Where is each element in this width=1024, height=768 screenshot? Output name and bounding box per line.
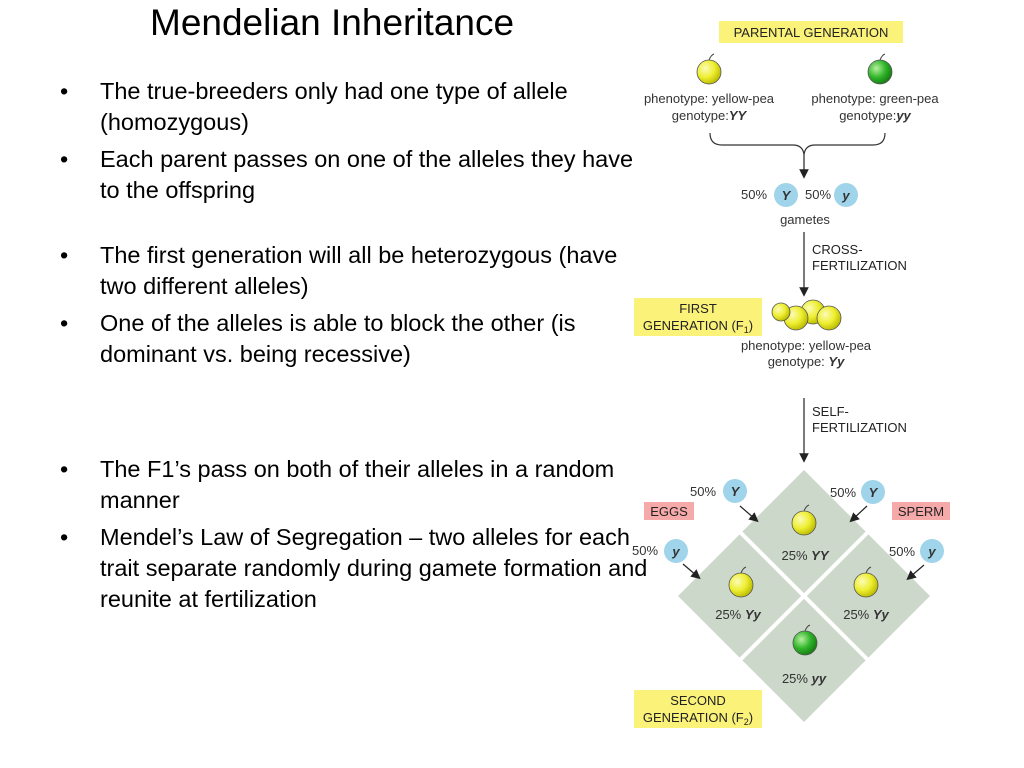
allele-circle-y: y <box>920 539 944 563</box>
gametes-label: gametes <box>780 212 830 227</box>
gamete1-percent: 50% <box>741 187 767 202</box>
bullet-item: The first generation will all be heteroz… <box>52 240 652 302</box>
yellow-pea-icon <box>728 566 754 598</box>
gamete2-percent: 50% <box>805 187 831 202</box>
svg-text:y: y <box>671 544 680 559</box>
svg-text:Y: Y <box>869 485 879 500</box>
sperm-top-percent: 50% <box>830 485 856 500</box>
green-pea-icon <box>792 624 818 656</box>
cell-bottom-label: 25% yy <box>782 671 827 686</box>
second-generation-label: SECOND GENERATION (F2) <box>634 690 762 728</box>
allele-circle-y: y <box>834 183 858 207</box>
sperm-top-arrow <box>849 505 868 523</box>
allele-circle-Y: Y <box>861 480 885 504</box>
self-fertilization-label: SELF- <box>812 404 849 419</box>
cross-fertilization-label: CROSS- <box>812 242 863 257</box>
svg-text:PARENTAL GENERATION: PARENTAL GENERATION <box>734 25 889 40</box>
allele-circle-y: y <box>664 539 688 563</box>
egg-top-percent: 50% <box>690 484 716 499</box>
svg-text:SECOND: SECOND <box>670 693 726 708</box>
svg-text:Y: Y <box>782 188 792 203</box>
svg-text:GENERATION (F2): GENERATION (F2) <box>643 710 753 727</box>
sperm-label: SPERM <box>892 502 950 520</box>
f1-pea-cluster-icon <box>771 299 842 331</box>
svg-text:GENERATION (F1): GENERATION (F1) <box>643 318 753 335</box>
svg-text:EGGS: EGGS <box>650 504 688 519</box>
yellow-pea-icon <box>853 566 879 598</box>
cell-right-label: 25% Yy <box>843 607 889 622</box>
svg-text:y: y <box>927 544 936 559</box>
f1-phenotype: phenotype: yellow-pea <box>741 338 872 353</box>
parent2-phenotype: phenotype: green-pea <box>811 91 939 106</box>
parent2-genotype: genotype:yy <box>839 108 911 123</box>
cross-fertilization-label: FERTILIZATION <box>812 258 907 273</box>
bullet-item: The F1’s pass on both of their alleles i… <box>52 454 652 516</box>
f1-genotype: genotype: Yy <box>768 354 845 369</box>
svg-text:y: y <box>841 188 850 203</box>
cell-top-label: 25% YY <box>782 548 830 563</box>
slide-title: Mendelian Inheritance <box>150 2 515 43</box>
allele-circle-Y: Y <box>774 183 798 207</box>
sperm-bottom-arrow <box>906 564 925 581</box>
svg-text:SPERM: SPERM <box>898 504 944 519</box>
bullet-item: One of the alleles is able to block the … <box>52 308 652 370</box>
parental-generation-label: PARENTAL GENERATION <box>719 21 903 43</box>
green-pea-icon <box>867 53 893 85</box>
eggs-label: EGGS <box>644 502 694 520</box>
bullet-item: Mendel’s Law of Segregation – two allele… <box>52 522 652 615</box>
bullet-list: The true-breeders only had one type of a… <box>52 76 652 621</box>
bullet-item: Each parent passes on one of the alleles… <box>52 144 652 206</box>
svg-text:Y: Y <box>731 484 741 499</box>
egg-top-arrow <box>739 505 759 523</box>
egg-bottom-arrow <box>682 563 701 580</box>
punnett-square <box>678 470 930 722</box>
cell-left-label: 25% Yy <box>715 607 761 622</box>
allele-circle-Y: Y <box>723 479 747 503</box>
sperm-bottom-percent: 50% <box>889 544 915 559</box>
bullet-item: The true-breeders only had one type of a… <box>52 76 652 138</box>
self-fertilization-label: FERTILIZATION <box>812 420 907 435</box>
yellow-pea-icon <box>791 504 817 536</box>
parent1-phenotype: phenotype: yellow-pea <box>644 91 775 106</box>
yellow-pea-icon <box>696 53 722 85</box>
first-generation-label: FIRST GENERATION (F1) <box>634 298 762 336</box>
egg-bottom-percent: 50% <box>632 543 658 558</box>
merge-brace <box>709 132 886 156</box>
parent1-genotype: genotype:YY <box>672 108 748 123</box>
svg-text:FIRST: FIRST <box>679 301 717 316</box>
